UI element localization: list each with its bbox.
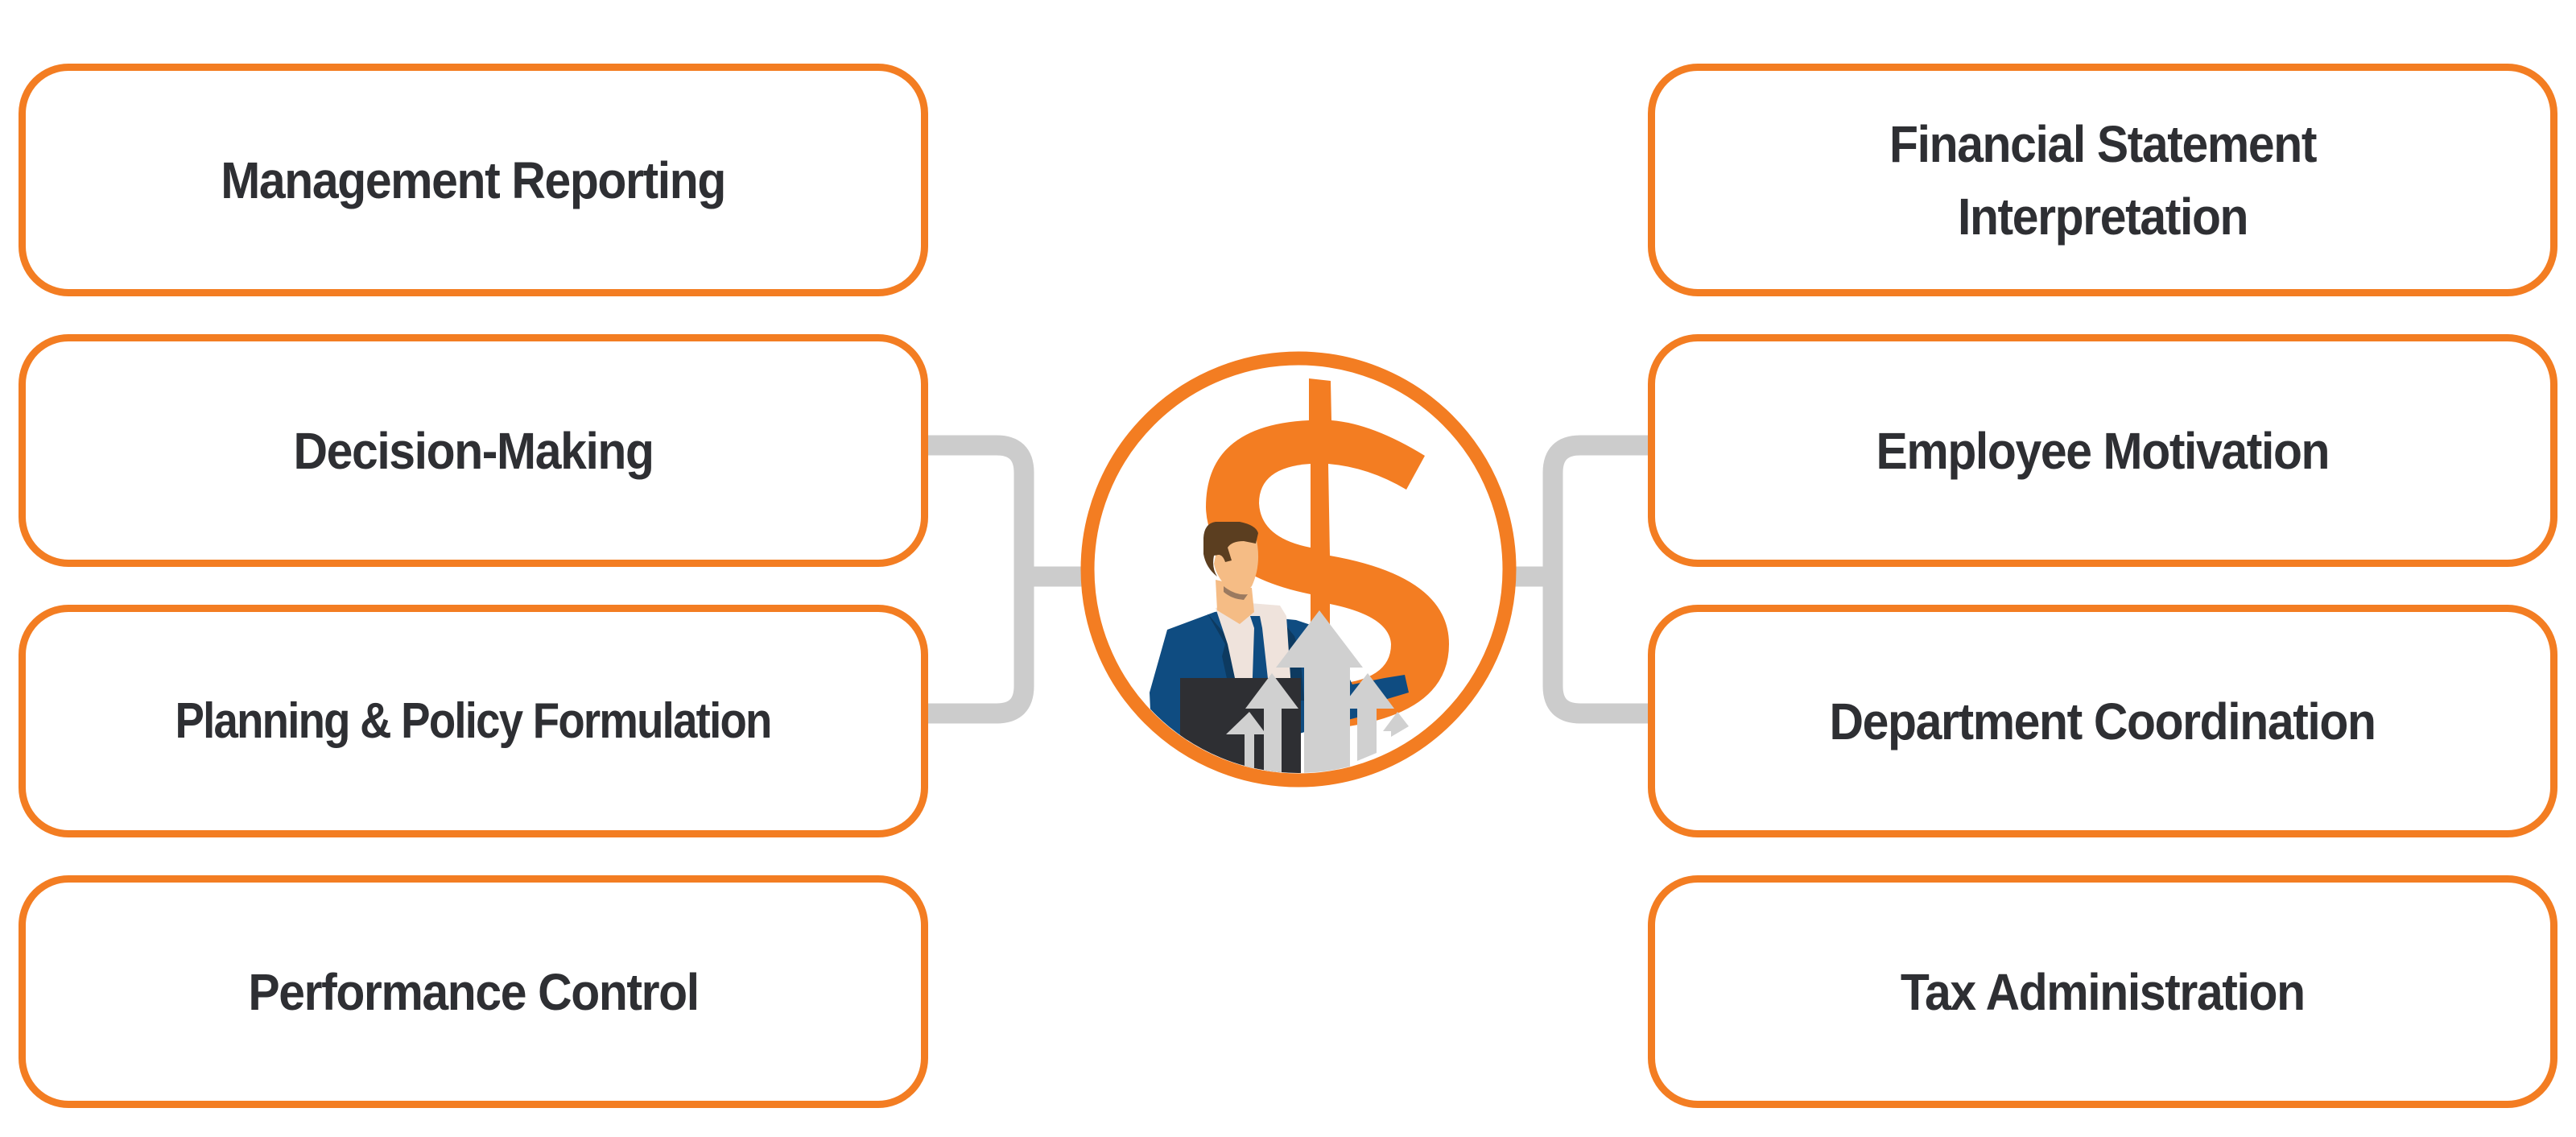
growth-arrows-icon: [1226, 610, 1409, 773]
box-department-coordination: Department Coordination: [1648, 605, 2557, 837]
box-planning-policy-formulation: Planning & Policy Formulation: [19, 605, 928, 837]
box-label: Tax Administration: [1901, 962, 2306, 1021]
box-label: Financial Statement Interpretation: [1889, 114, 2317, 246]
box-management-reporting: Management Reporting: [19, 64, 928, 296]
box-label: Employee Motivation: [1876, 421, 2330, 480]
box-label: Management Reporting: [221, 151, 727, 209]
box-label: Planning & Policy Formulation: [175, 693, 773, 749]
box-label: Performance Control: [248, 962, 700, 1021]
box-label: Decision-Making: [293, 421, 654, 480]
box-employee-motivation: Employee Motivation: [1648, 334, 2557, 567]
left-connector: [927, 435, 1087, 724]
box-tax-administration: Tax Administration: [1648, 875, 2557, 1108]
box-decision-making: Decision-Making: [19, 334, 928, 567]
box-label: Department Coordination: [1829, 692, 2376, 750]
box-financial-statement-interpretation: Financial Statement Interpretation: [1648, 64, 2557, 296]
center-icon: [1080, 351, 1517, 788]
right-connector: [1509, 435, 1649, 724]
box-performance-control: Performance Control: [19, 875, 928, 1108]
